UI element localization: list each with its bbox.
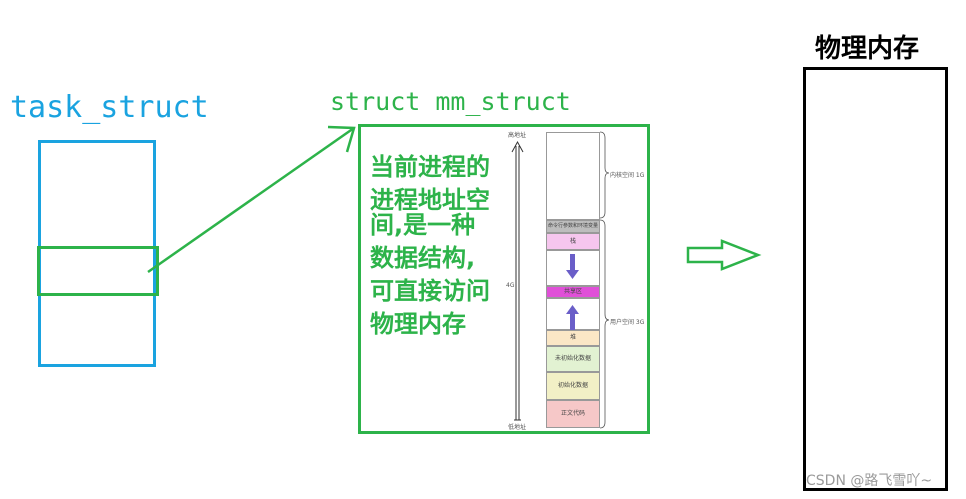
mm-description-line: 数据结构, bbox=[370, 244, 476, 272]
text-segment: 正文代码 bbox=[546, 400, 600, 428]
growth-arrows bbox=[566, 254, 579, 330]
kernel-space-label: 内核空间 1G bbox=[610, 172, 645, 179]
bss-segment: 未初始化数据 bbox=[546, 346, 600, 372]
kernel-space-segment bbox=[546, 132, 600, 220]
address-space-figure: 高地址 低地址 4G 内核空间 1G 用户空间 3G 命令行参数和环境变量 栈 … bbox=[504, 128, 650, 432]
total-size-label: 4G bbox=[506, 282, 515, 289]
low-address-label: 低地址 bbox=[508, 424, 527, 431]
mm-description-line: 物理内存 bbox=[370, 310, 466, 338]
user-space-label: 用户空间 3G bbox=[610, 319, 645, 326]
mm-description-line: 可直接访问 bbox=[370, 277, 490, 305]
mm-struct-box bbox=[358, 124, 650, 434]
mm-pointer-field bbox=[37, 246, 159, 296]
address-axis bbox=[511, 131, 610, 429]
mm-description-line: 间,是一种 bbox=[370, 211, 476, 239]
mm-description-line: 进程地址空 bbox=[370, 186, 490, 214]
physical-memory-box bbox=[803, 67, 948, 491]
mm-struct-label: struct mm_struct bbox=[330, 87, 571, 116]
env-segment: 命令行参数和环境变量 bbox=[546, 220, 600, 233]
shared-segment: 共享区 bbox=[546, 286, 600, 298]
stack-segment: 栈 bbox=[546, 233, 600, 250]
data-segment: 初始化数据 bbox=[546, 372, 600, 400]
mm-description-line: 当前进程的 bbox=[370, 153, 490, 181]
heap-segment: 堆 bbox=[546, 330, 600, 346]
high-address-label: 高地址 bbox=[508, 132, 527, 139]
watermark: CSDN @路飞雪吖~ bbox=[806, 473, 933, 489]
physical-memory-title: 物理内存 bbox=[815, 34, 920, 64]
task-struct-label: task_struct bbox=[10, 90, 209, 125]
